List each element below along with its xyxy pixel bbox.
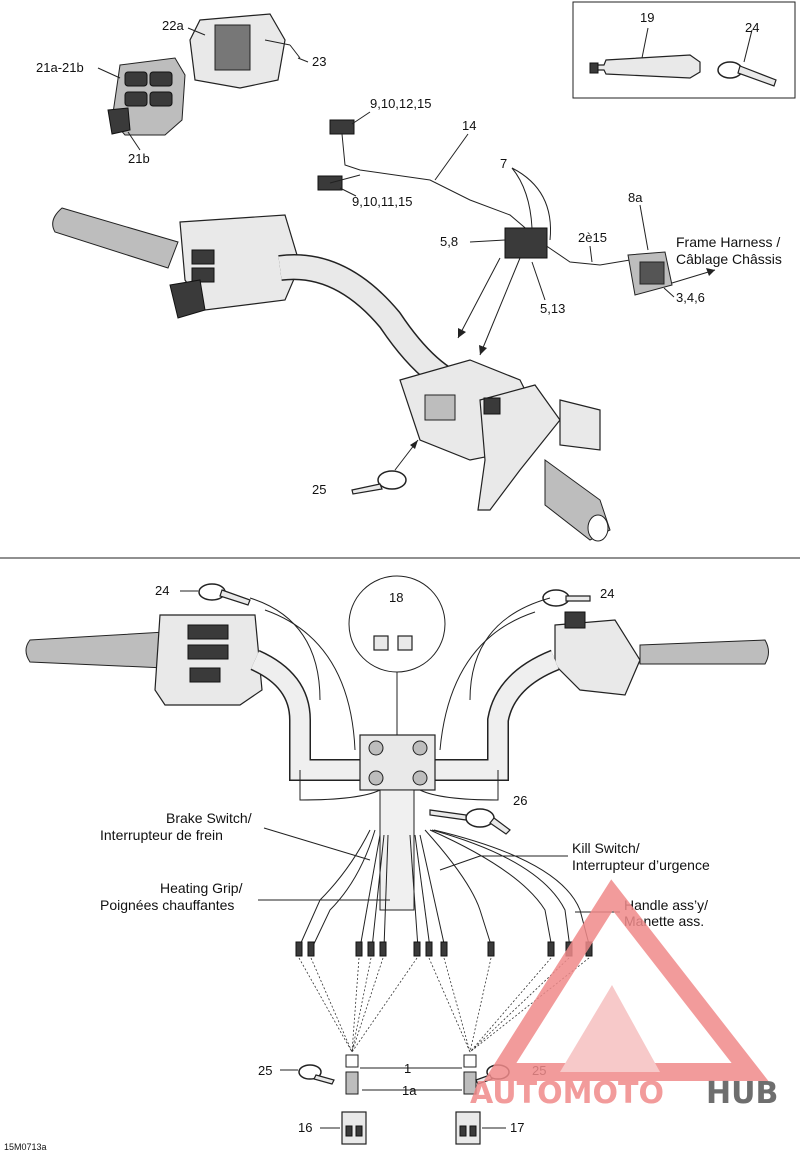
dotted-guides — [298, 957, 590, 1053]
callout-14: 14 — [462, 118, 476, 133]
callout-18: 18 — [389, 590, 403, 605]
callout-25-top: 25 — [312, 482, 326, 497]
cable-tie-25-top — [351, 470, 407, 495]
handle-assy-label: Handle ass’y/ — [624, 897, 708, 913]
cable-tie-25-left — [298, 1064, 335, 1085]
callout-9-10-11-15: 9,10,11,15 — [352, 194, 412, 209]
callout-9-10-12-15: 9,10,12,15 — [370, 96, 431, 111]
connector-16 — [341, 1111, 367, 1145]
cable-tie-24-left — [198, 583, 251, 606]
callout-1a: 1a — [402, 1083, 417, 1098]
callout-3-4-6: 3,4,6 — [676, 290, 705, 305]
callout-5-8: 5,8 — [440, 234, 458, 249]
grease-tube — [589, 27, 701, 79]
lower-handlebar — [25, 611, 769, 911]
callout-25-left: 25 — [258, 1063, 272, 1078]
wire-bundle — [295, 829, 593, 957]
frame-harness-label-fr: Câblage Châssis — [676, 251, 782, 267]
callout-7: 7 — [500, 156, 507, 171]
callout-19: 19 — [640, 10, 654, 25]
upper-harness — [317, 119, 673, 296]
frame-harness-label: Frame Harness / — [676, 234, 780, 250]
inset-circle-18 — [348, 575, 446, 735]
watermark-text-2: HUB — [706, 1076, 778, 1111]
callout-24-left: 24 — [155, 583, 169, 598]
callout-8a: 8a — [628, 190, 643, 205]
callout-2-15: 2è15 — [578, 230, 607, 245]
callout-21a-21b: 21a-21b — [36, 60, 84, 75]
callout-16: 16 — [298, 1120, 312, 1135]
callout-21b: 21b — [128, 151, 150, 166]
heating-grip-label-fr: Poignées chauffantes — [100, 897, 234, 913]
callout-24-top: 24 — [745, 20, 759, 35]
switch-housing — [107, 13, 301, 136]
inset-box — [572, 1, 796, 99]
callout-17: 17 — [510, 1120, 524, 1135]
callout-5-13: 5,13 — [540, 301, 565, 316]
heating-grip-label: Heating Grip/ — [160, 880, 243, 896]
splice-connectors — [345, 1054, 477, 1095]
watermark-text-1: AUTOMOTO — [470, 1076, 664, 1111]
automotohub-watermark: AUTOMOTO HUB — [470, 879, 778, 1111]
cable-tie-top — [717, 29, 777, 87]
kill-switch-label-fr: Interrupteur d’urgence — [572, 857, 710, 873]
callout-24-right: 24 — [600, 586, 614, 601]
brake-switch-label: Brake Switch/ — [166, 810, 252, 826]
cable-tie-24-right — [542, 589, 591, 607]
drawing-code: 15M0713a — [4, 1142, 47, 1152]
callout-23: 23 — [312, 54, 326, 69]
callout-26: 26 — [513, 793, 527, 808]
upper-handlebar — [52, 207, 611, 542]
cable-tie-26 — [429, 808, 511, 835]
connector-17 — [455, 1111, 481, 1145]
brake-switch-label-fr: Interrupteur de frein — [100, 827, 223, 843]
kill-switch-label: Kill Switch/ — [572, 840, 640, 856]
callout-22a: 22a — [162, 18, 184, 33]
callout-1: 1 — [404, 1061, 411, 1076]
